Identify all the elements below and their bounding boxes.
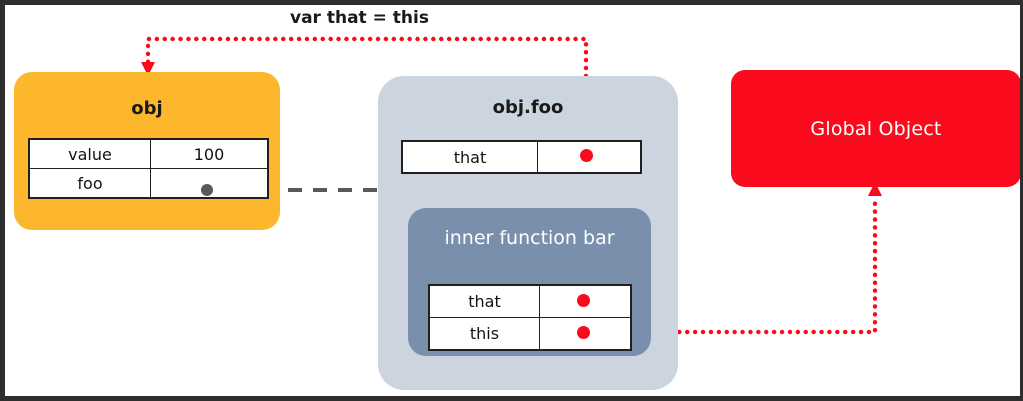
foo-pointer-dot (201, 184, 213, 196)
global-object-node[interactable]: Global Object (731, 70, 1021, 187)
innerbar-that-pointer-dot (577, 294, 590, 307)
innerbar-this-pointer-dot (577, 326, 590, 339)
obj-properties-table: value 100 foo (28, 138, 269, 199)
frame-border-right (1020, 0, 1023, 401)
innerbar-row-0-key: that (428, 284, 540, 318)
obj-row-0-value: 100 (150, 138, 269, 169)
innerbar-row-1-key: this (428, 317, 540, 351)
objfoo-node-title: obj.foo (492, 97, 564, 118)
frame-border-top (0, 0, 1023, 5)
obj-row-1-key: foo (28, 168, 151, 199)
frame-border-left (0, 0, 5, 401)
objfoo-that-pointer-dot (580, 149, 593, 162)
table-row: foo (28, 168, 269, 199)
frame-border-bottom (0, 396, 1023, 401)
table-row: value 100 (28, 138, 269, 169)
table-row: that (401, 140, 642, 174)
table-row: that (428, 284, 632, 318)
annotation-var-that-equals-this: var that = this (290, 8, 429, 28)
objfoo-properties-table: that (401, 140, 642, 174)
global-object-label: Global Object (810, 117, 942, 140)
obj-node-title: obj (131, 98, 163, 119)
objfoo-row-0-key: that (401, 140, 538, 174)
inner-function-bar-properties-table: that this (428, 284, 632, 351)
table-row: this (428, 317, 632, 351)
obj-row-0-key: value (28, 138, 151, 169)
inner-function-bar-title: inner function bar (444, 227, 615, 249)
